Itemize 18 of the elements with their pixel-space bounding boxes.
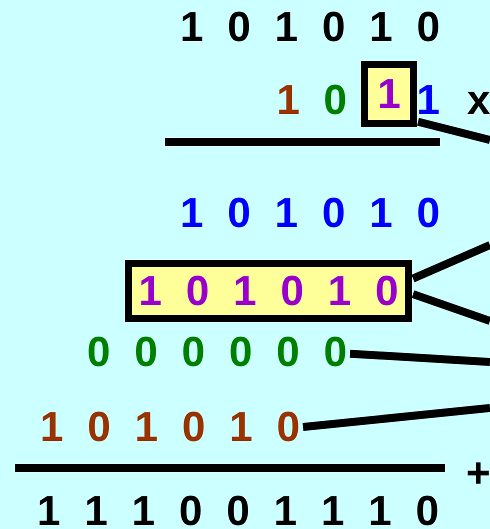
- leader-line: [302, 404, 490, 431]
- leader-line: [417, 118, 490, 144]
- binary-digits: 1: [276, 83, 300, 117]
- highlight-box: [361, 61, 417, 127]
- binary-digits: 1: [416, 83, 440, 117]
- binary-digits: 1 0 1 0 1 0: [180, 196, 440, 230]
- leader-line: [411, 241, 490, 282]
- partial-product: 0 0 0 0 0 0: [87, 335, 347, 369]
- binary-digits: 1: [377, 77, 401, 111]
- binary-digits: 0: [324, 83, 347, 117]
- plus-sign: +: [466, 456, 490, 490]
- binary-digits: 1 1 1 0 0 1 1 1 0: [37, 494, 439, 528]
- binary-digits: 1 0 1 0 1 0: [138, 274, 398, 308]
- partial-product: 1 0 1 0 1 0: [40, 410, 300, 444]
- highlight-box: [125, 260, 412, 322]
- binary-digits: 1 0 1 0 1 0: [180, 10, 440, 44]
- leader-line: [412, 290, 490, 325]
- leader-line: [350, 350, 490, 366]
